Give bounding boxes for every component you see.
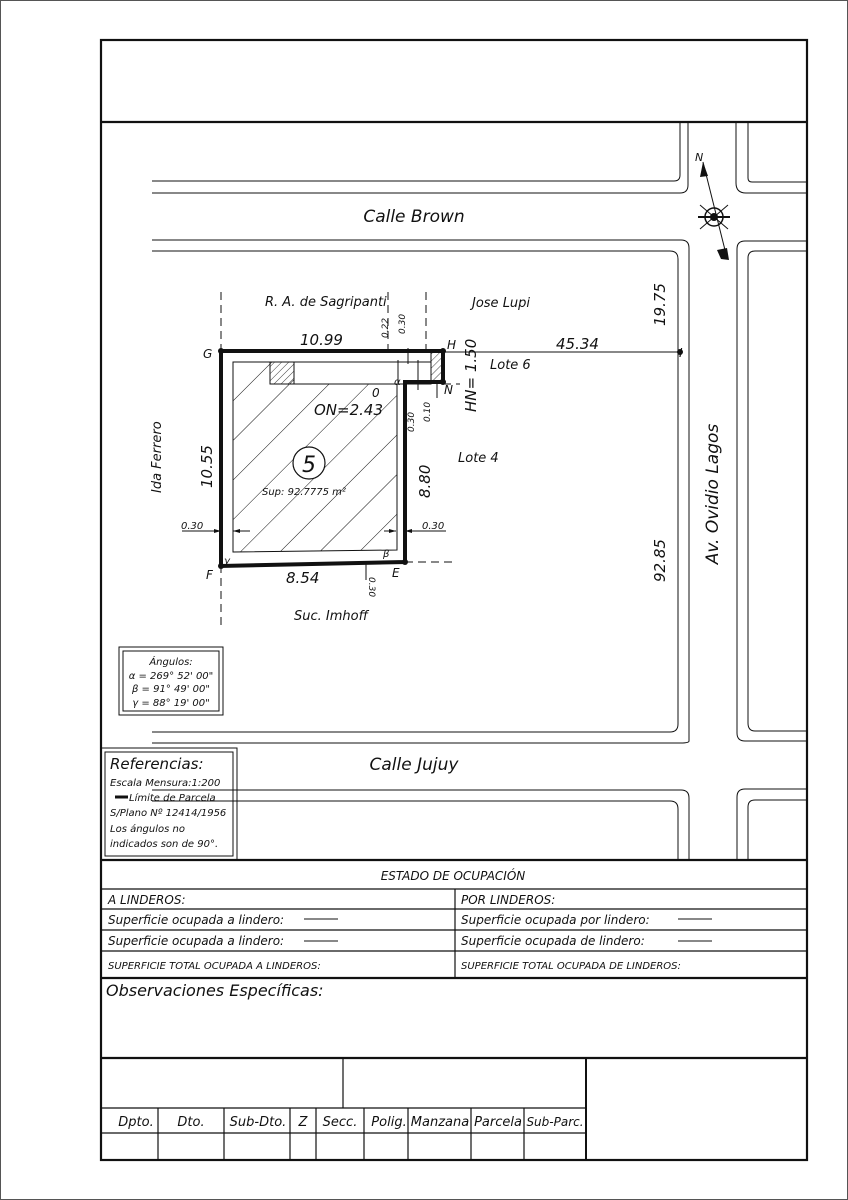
references-note2: indicados son de 90°.	[110, 839, 218, 850]
angles-box-outer	[118, 646, 224, 716]
dim-corner-top: 19.75	[651, 283, 669, 326]
parcel-number: 5	[302, 453, 316, 478]
cadastre-header-polig: Polig.	[371, 1115, 406, 1130]
cadastre-header-secc: Secc.	[323, 1115, 358, 1130]
cadastre-header-parcela: Parcela	[474, 1115, 522, 1130]
dim-left: 10.55	[198, 445, 216, 488]
angles-title: Ángulos:	[148, 655, 192, 668]
neighbor-lot4: Lote 4	[458, 451, 499, 466]
parcel-number-circle	[292, 446, 326, 480]
cadastre-header-subparc: Sub-Parc.	[526, 1115, 583, 1129]
vertex-e	[402, 559, 408, 565]
angle-gamma-label: γ	[224, 556, 231, 567]
references-title: Referencias:	[110, 755, 204, 773]
dim-right-inner: 8.80	[416, 465, 434, 498]
sheet-frame	[99, 38, 809, 1162]
street-right-label: Av. Ovidio Lagos	[703, 424, 723, 566]
vertex-h	[440, 348, 446, 354]
neighbor-left: Ida Ferrero	[150, 421, 165, 493]
on-label: ON=2.43	[314, 401, 383, 419]
street-blocks	[152, 122, 807, 860]
occupation-left-row1: Superficie ocupada a lindero:	[108, 913, 284, 927]
neighbor-lot6: Lote 6	[490, 358, 531, 373]
occupation-right-row1: Superficie ocupada por lindero:	[461, 913, 650, 927]
vertex-f-label: F	[206, 568, 214, 582]
compass-north-label: N	[695, 151, 703, 164]
vertex-g-label: G	[203, 347, 212, 361]
references-box-outer	[100, 747, 238, 861]
cadastre-header-subdto: Sub-Dto.	[230, 1115, 287, 1130]
observations-title: Observaciones Específicas:	[106, 981, 324, 1000]
references-box-inner	[104, 751, 234, 857]
cadastre-header-z: Z	[298, 1115, 309, 1130]
cadastre-header-manzana: Manzana	[411, 1115, 469, 1130]
occupation-title: ESTADO DE OCUPACIÓN	[381, 868, 526, 883]
north-compass-icon	[698, 161, 730, 260]
angle-alpha: α = 269° 52' 00"	[129, 671, 214, 682]
dimension-lines	[182, 292, 680, 625]
occupation-table-lines	[101, 888, 807, 978]
vertex-n-label: N	[444, 383, 453, 397]
vertex-n	[440, 379, 446, 385]
vertex-h-label: H	[447, 338, 456, 352]
dim-top: 10.99	[300, 331, 343, 349]
street-bottom-label: Calle Jujuy	[370, 755, 460, 775]
dim-corner-bottom: 92.85	[651, 539, 669, 582]
references-scale: Escala Mensura:1:200	[110, 778, 220, 789]
covered-strip	[293, 361, 432, 385]
occupation-left-header: A LINDEROS:	[107, 893, 186, 907]
angle-beta: β = 91° 49' 00"	[131, 684, 210, 695]
annex-hatch-right	[430, 351, 443, 383]
dim-wall-left: 0.30	[181, 521, 203, 532]
dim-wall-b: 0.30	[398, 314, 408, 334]
neighbor-bottom: Suc. Imhoff	[294, 609, 370, 624]
angle-beta-label: β	[382, 549, 390, 560]
references-limit: Límite de Parcela	[129, 792, 216, 804]
vertex-f	[218, 563, 224, 569]
references-plan: S/Plano Nº 12414/1956	[110, 808, 226, 819]
cadastre-header-dpto: Dpto.	[118, 1115, 153, 1130]
cadastre-table-lines	[101, 1058, 587, 1160]
parcel-area: Sup: 92.7775 m²	[262, 487, 346, 498]
neighbor-top-left: R. A. de Sagripanti	[265, 295, 387, 310]
dim-wall-d: 0.10	[423, 402, 433, 422]
dim-wall-bottom: 0.30	[366, 577, 376, 597]
references-note1: Los ángulos no	[110, 823, 185, 835]
hn-label: HN= 1.50	[462, 339, 480, 412]
angles-box-inner	[122, 650, 220, 712]
neighbor-top-right: Jose Lupi	[469, 296, 530, 311]
vertex-i	[677, 349, 683, 355]
vertex-g	[218, 348, 224, 354]
occupation-right-total: SUPERFICIE TOTAL OCUPADA DE LINDEROS:	[461, 961, 681, 972]
angle-gamma: γ = 88° 19' 00"	[132, 698, 210, 709]
occupation-left-row2: Superficie ocupada a lindero:	[108, 934, 284, 948]
occupation-right-header: POR LINDEROS:	[461, 893, 555, 907]
vertex-i-label: I	[679, 346, 683, 360]
dim-to-corner: 45.34	[556, 335, 599, 353]
dim-wall-c: 0.30	[407, 412, 417, 432]
vertex-e-label: E	[392, 566, 400, 580]
annex-hatch-left	[269, 361, 295, 385]
dim-wall-right: 0.30	[422, 521, 444, 532]
angle-alpha-label: α	[394, 377, 401, 388]
dim-bottom: 8.54	[286, 569, 319, 587]
street-top-label: Calle Brown	[363, 207, 464, 227]
cadastre-header-dto: Dto.	[177, 1115, 204, 1130]
dim-wall-a: 0.22	[381, 318, 391, 338]
vertex-o-label: 0	[372, 386, 380, 400]
occupation-right-row2: Superficie ocupada de lindero:	[461, 934, 645, 948]
occupation-left-total: SUPERFICIE TOTAL OCUPADA A LINDEROS:	[108, 961, 321, 972]
